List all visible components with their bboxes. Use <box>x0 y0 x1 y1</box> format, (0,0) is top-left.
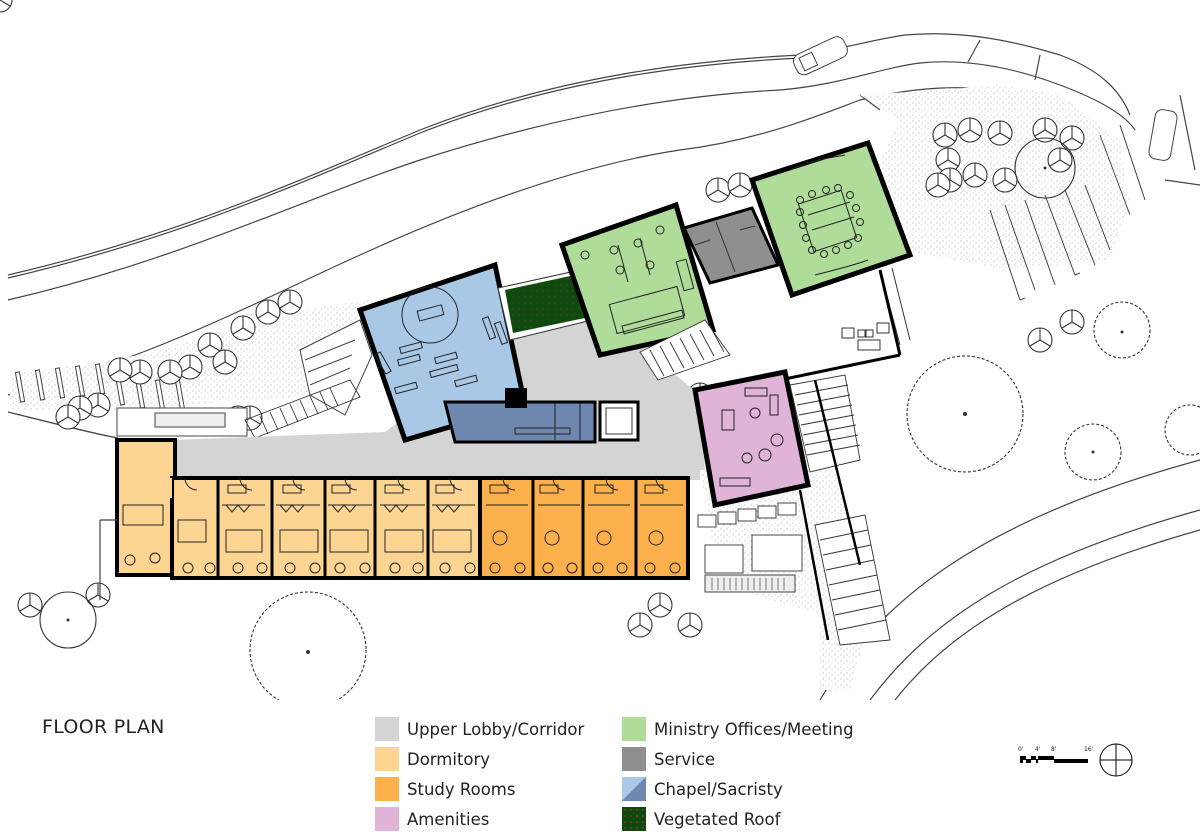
legend-column-1: Upper Lobby/Corridor Dormitory Study Roo… <box>375 714 584 834</box>
study-tables <box>492 530 664 546</box>
swatch-upper-lobby-corridor <box>375 717 399 741</box>
swatch-dormitory <box>375 747 399 771</box>
legend-item-ministry-offices: Ministry Offices/Meeting <box>622 714 854 744</box>
office-furniture <box>580 225 695 335</box>
north-arrow-icon <box>1099 743 1133 777</box>
legend-label: Service <box>654 749 715 769</box>
legend-item-dormitory: Dormitory <box>375 744 584 774</box>
scale-bar: 0' 4' 8' 16' <box>1018 743 1133 777</box>
legend-item-upper-lobby-corridor: Upper Lobby/Corridor <box>375 714 584 744</box>
west-terrace <box>116 319 373 437</box>
legend-item-study-rooms: Study Rooms <box>375 774 584 804</box>
car-icon <box>793 36 848 76</box>
zone-meeting-room <box>748 139 914 299</box>
legend-label: Ministry Offices/Meeting <box>654 719 854 739</box>
zone-sacristy <box>443 400 597 444</box>
swatch-chapel-sacristy <box>622 777 646 801</box>
room-walls <box>216 478 638 578</box>
legend-item-vegetated-roof: Vegetated Roof <box>622 804 854 834</box>
legend-label: Upper Lobby/Corridor <box>407 719 585 739</box>
benches <box>989 124 1146 301</box>
legend-item-chapel-sacristy: Chapel/Sacristy <box>622 774 854 804</box>
zone-service <box>681 206 781 285</box>
legend-label: Vegetated Roof <box>654 809 781 829</box>
legend-item-service: Service <box>622 744 854 774</box>
swatch-vegetated-roof <box>622 807 646 831</box>
meeting-table <box>797 189 858 253</box>
dorm-furniture <box>122 484 683 553</box>
scale-tick-4: 4' <box>1035 746 1041 753</box>
canopy-trees-solid <box>39 137 1076 649</box>
car-icon <box>1148 109 1178 161</box>
floor-plan-drawing <box>0 0 1200 700</box>
swatch-amenities <box>375 807 399 831</box>
planters <box>697 502 803 593</box>
legend-label: Amenities <box>407 809 490 829</box>
central-stair <box>639 319 731 381</box>
canopy-trees <box>249 301 1200 700</box>
scale-tick-16: 16' <box>1084 746 1094 753</box>
door-swings <box>184 477 669 491</box>
desk-chairs <box>124 552 681 574</box>
zone-amenities <box>692 369 811 508</box>
swatch-ministry-offices <box>622 717 646 741</box>
swatch-service <box>622 747 646 771</box>
swatch-study-rooms <box>375 777 399 801</box>
legend-column-2: Ministry Offices/Meeting Service Chapel/… <box>622 714 854 834</box>
legend-label: Chapel/Sacristy <box>654 779 783 799</box>
scale-tick-0: 0' <box>1018 746 1024 753</box>
legend-item-amenities: Amenities <box>375 804 584 834</box>
scale-tick-8: 8' <box>1051 746 1057 753</box>
legend-label: Study Rooms <box>407 779 516 799</box>
east-terrace-furniture <box>841 267 911 351</box>
chapel-furniture <box>374 286 509 395</box>
railing <box>779 269 902 382</box>
zone-vegetated-roof <box>497 269 593 341</box>
stair-west <box>244 379 361 439</box>
legend-label: Dormitory <box>407 749 491 769</box>
drawing-title: FLOOR PLAN <box>42 716 165 738</box>
trees <box>0 0 13 13</box>
amenities-furniture <box>719 387 784 487</box>
zone-dormitory-end <box>115 438 177 577</box>
